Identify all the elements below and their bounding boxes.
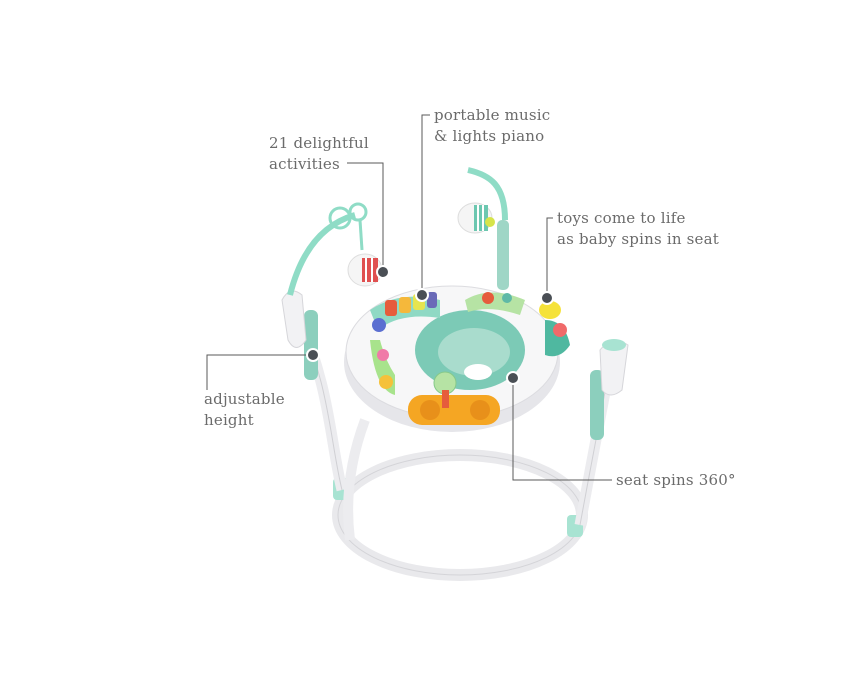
leader-line-activities [347, 162, 384, 270]
callout-piano: portable music & lights piano [434, 105, 550, 147]
callout-height: adjustable height [204, 389, 285, 431]
callout-activities-line1: 21 delightful [269, 134, 369, 152]
callout-toys: toys come to life as baby spins in seat [557, 208, 719, 250]
leader-line-height [206, 354, 313, 390]
callout-dot-piano [415, 288, 429, 302]
seat-tray [344, 285, 570, 432]
callout-dot-seat [506, 371, 520, 385]
callout-activities: 21 delightful activities [269, 133, 369, 175]
callout-piano-line1: portable music [434, 106, 551, 124]
center-toy-bar [457, 167, 508, 234]
top-posts [281, 290, 629, 396]
callout-dot-height [306, 348, 320, 362]
springs [304, 220, 604, 440]
callout-height-line2: height [204, 411, 254, 429]
hanging-toy-arm [287, 202, 383, 296]
leader-line-piano [421, 114, 430, 293]
callout-toys-line1: toys come to life [557, 209, 686, 227]
base-ring [332, 449, 588, 581]
leader-line-seat [512, 378, 612, 481]
callout-piano-line2: & lights piano [434, 127, 545, 145]
callout-toys-line2: as baby spins in seat [557, 230, 719, 248]
callout-activities-line2: activities [269, 155, 340, 173]
callout-seat-line1: seat spins 360° [616, 471, 736, 489]
callout-seat: seat spins 360° [616, 470, 736, 491]
callout-height-line1: adjustable [204, 390, 285, 408]
leader-line-toys [546, 217, 553, 296]
callout-dot-toys [540, 291, 554, 305]
leader-lines [206, 114, 612, 481]
callout-dot-activities [376, 265, 390, 279]
